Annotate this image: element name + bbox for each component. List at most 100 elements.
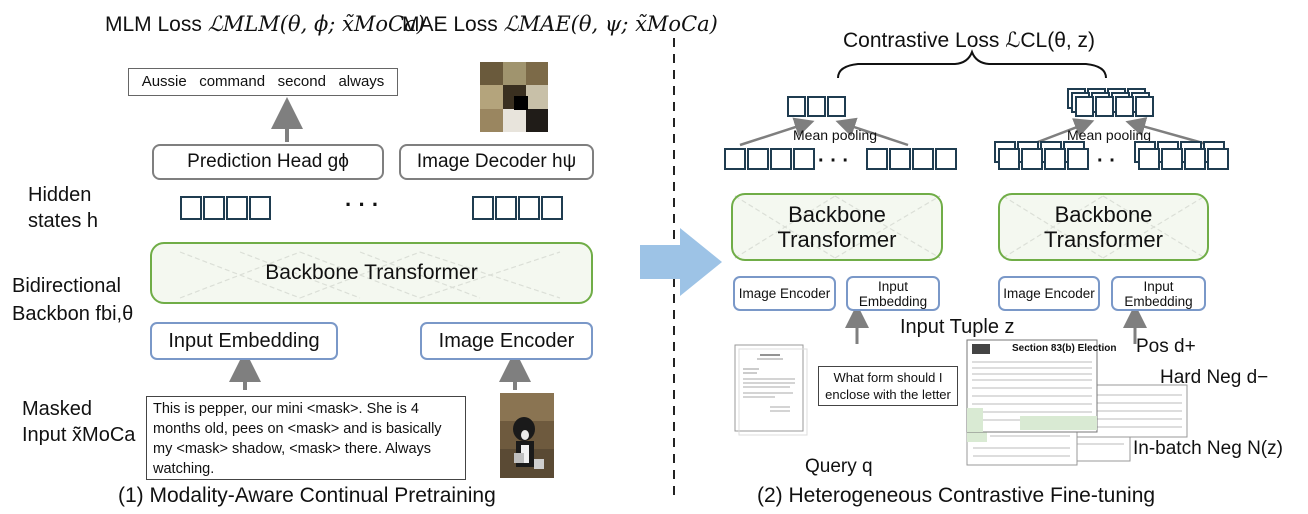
mae-loss-label: MAE Loss ℒMAE(θ, ψ; x̃MoCa): [402, 12, 718, 37]
left-caption: (1) Modality-Aware Continual Pretraining: [118, 484, 496, 507]
right-image-encoder-1-label: Image Encoder: [738, 286, 831, 301]
hidden-cell: [226, 196, 248, 220]
document-stack: [966, 339, 1188, 466]
token-cell: [889, 148, 911, 170]
right-backbone-transformer-1: Backbone Transformer: [731, 193, 943, 261]
right-image-encoder-2: Image Encoder: [998, 276, 1100, 311]
pooled-cell: [787, 96, 806, 117]
query-label: Query q: [805, 456, 873, 477]
mlm-loss-text: MLM Loss: [105, 13, 202, 36]
hidden-states-line2: states h: [28, 210, 99, 232]
right-input-embedding-2-label: Input Embedding: [1124, 278, 1193, 309]
right-backbone-1-line2: Transformer: [777, 227, 897, 252]
token-cell: [1138, 148, 1160, 170]
pooled-vector-2: [1075, 96, 1155, 117]
right-backbone-transformer-2: Backbone Transformer: [998, 193, 1209, 261]
token-cell: [1044, 148, 1066, 170]
mlm-loss-label: MLM Loss ℒMLM(θ, ϕ; x̃MoCa): [105, 12, 425, 37]
bidirectional-label: Bidirectional Backbon fbi,θ: [12, 272, 133, 328]
hard-neg-label: Hard Neg d−: [1160, 367, 1269, 388]
hidden-cell: [203, 196, 225, 220]
right-backbone-1-line1: Backbone: [788, 202, 886, 227]
pooled-cell: [1135, 96, 1154, 117]
hidden-state-cells-2: [472, 196, 564, 220]
mlm-loss-formula: ℒMLM(θ, ϕ; x̃MoCa): [207, 12, 425, 36]
left-image-encoder: Image Encoder: [420, 322, 593, 360]
token-cell: [1207, 148, 1229, 170]
left-image-encoder-label: Image Encoder: [438, 329, 575, 352]
mean-pooling-label-2: Mean pooling: [1067, 127, 1152, 143]
pooled-cell: [1115, 96, 1134, 117]
left-input-embedding-label: Input Embedding: [168, 329, 320, 352]
pooled-cell: [1095, 96, 1114, 117]
hidden-ellipsis: · · ·: [345, 192, 380, 217]
token-cell: [1067, 148, 1089, 170]
token-vectors-2a: [998, 148, 1090, 170]
right-image-encoder-2-label: Image Encoder: [1003, 286, 1095, 301]
masked-dog-image: [500, 393, 554, 478]
prediction-head: Prediction Head gϕ: [152, 144, 384, 180]
token-vectors-1b: [866, 148, 958, 170]
hidden-cell: [541, 196, 563, 220]
right-ellipsis-1: · · ·: [818, 150, 850, 172]
prediction-head-label: Prediction Head gϕ: [187, 151, 349, 172]
contrastive-loss-label: Contrastive Loss ℒCL(θ, z): [843, 28, 1095, 53]
right-image-encoder-1: Image Encoder: [733, 276, 836, 311]
doc-section-title: Section 83(b) Election: [1012, 343, 1117, 354]
transition-arrow: [640, 228, 722, 296]
image-decoder: Image Decoder hψ: [399, 144, 594, 180]
pos-label: Pos d+: [1136, 336, 1196, 357]
mae-loss-text: MAE Loss: [402, 13, 498, 36]
right-ellipsis-2: · ·: [1097, 150, 1116, 172]
mean-pooling-label-1: Mean pooling: [793, 127, 878, 143]
right-input-embedding-1: Input Embedding: [846, 276, 940, 311]
pooled-cell: [1075, 96, 1094, 117]
right-input-embedding-2: Input Embedding: [1111, 276, 1206, 311]
hidden-states-line1: Hidden: [28, 184, 92, 206]
query-document: [734, 344, 808, 436]
token-vectors-2b: [1138, 148, 1230, 170]
token-cell: [1021, 148, 1043, 170]
right-backbone-2-line1: Backbone: [1054, 202, 1153, 227]
hidden-cell: [518, 196, 540, 220]
masked-line1: Masked: [22, 398, 93, 420]
token-cell: [866, 148, 888, 170]
left-backbone-label: Backbone Transformer: [265, 261, 478, 284]
hidden-cell: [180, 196, 202, 220]
hidden-cell: [495, 196, 517, 220]
masked-input-label: Masked Input x̃MoCa: [22, 396, 135, 448]
masked-line2: Input x̃MoCa: [22, 424, 136, 446]
input-tuple-label: Input Tuple z: [900, 316, 1015, 338]
hidden-cell: [472, 196, 494, 220]
decoded-image: [480, 62, 548, 132]
inbatch-neg-label: In-batch Neg N(z): [1133, 438, 1283, 459]
right-caption: (2) Heterogeneous Contrastive Fine-tunin…: [757, 484, 1156, 507]
token-cell: [1161, 148, 1183, 170]
pooled-cell: [807, 96, 826, 117]
pooled-cell: [827, 96, 846, 117]
query-text-box: What form should I enclose with the lett…: [818, 366, 958, 406]
hidden-state-cells-1: [180, 196, 272, 220]
token-cell: [1184, 148, 1206, 170]
token-cell: [998, 148, 1020, 170]
token-cell: [724, 148, 746, 170]
image-decoder-label: Image Decoder hψ: [416, 151, 577, 172]
hidden-cell: [249, 196, 271, 220]
left-backbone-transformer: Backbone Transformer: [150, 242, 593, 304]
pooled-vector-1: [787, 96, 847, 117]
token-cell: [747, 148, 769, 170]
left-input-embedding: Input Embedding: [150, 322, 338, 360]
hidden-states-label: Hidden states h: [28, 182, 98, 234]
contrastive-loss-text: Contrastive Loss ℒCL(θ, z): [843, 29, 1096, 52]
bidirectional-line2: Backbon fbi,θ: [12, 303, 134, 325]
token-cell: [770, 148, 792, 170]
mae-loss-formula: ℒMAE(θ, ψ; x̃MoCa): [503, 12, 718, 36]
contrastive-brace: [837, 49, 1107, 79]
token-vectors-1a: [724, 148, 816, 170]
token-cell: [935, 148, 957, 170]
right-input-embedding-1-label: Input Embedding: [858, 278, 928, 309]
right-backbone-2-line2: Transformer: [1044, 227, 1163, 252]
bidirectional-line1: Bidirectional: [12, 275, 121, 297]
masked-text-box: This is pepper, our mini <mask>. She is …: [146, 396, 466, 480]
